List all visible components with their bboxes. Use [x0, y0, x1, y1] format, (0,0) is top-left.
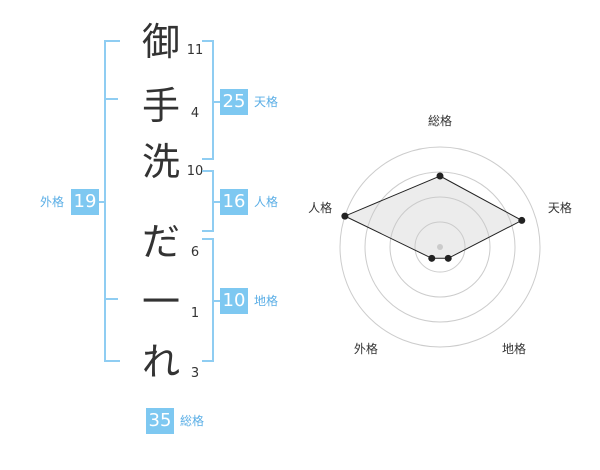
name-char-2: 手: [141, 84, 180, 128]
tenkaku-value: 25: [220, 89, 248, 115]
radar-axis-label-5: 人格: [308, 200, 332, 215]
name-char-3: 洗: [141, 140, 180, 184]
radar-ring-3: [364, 171, 516, 323]
name-char-1: 御: [141, 20, 180, 64]
tenkaku-connector: [212, 101, 220, 103]
stroke-count-3: 10: [186, 164, 204, 179]
tenkaku-label: 天格: [254, 95, 279, 109]
jinkaku-value: 16: [220, 189, 248, 215]
radar-point-1: [436, 172, 444, 180]
gaikaku-connector: [99, 201, 106, 203]
radar-axis-label-2: 天格: [548, 200, 572, 215]
name-char-5: 一: [141, 280, 180, 324]
stroke-count-5: 1: [190, 306, 200, 321]
gaikaku-value: 19: [71, 189, 99, 215]
gaikaku-bracket-tick-1: [104, 98, 118, 100]
stroke-count-2: 4: [190, 106, 200, 121]
stroke-count-4: 6: [190, 245, 200, 260]
jinkaku-connector: [212, 201, 220, 203]
radar-ring-4: [339, 146, 541, 348]
jinkaku-label: 人格: [254, 195, 279, 209]
soukaku-label: 総格: [180, 414, 205, 428]
radar-center: [437, 244, 443, 250]
radar-axis-label-4: 外格: [354, 341, 378, 356]
stroke-count-6: 3: [190, 366, 200, 381]
stroke-count-1: 11: [186, 43, 204, 58]
chikaku-value: 10: [220, 288, 248, 314]
soukaku-value: 35: [146, 408, 174, 434]
chikaku-connector: [212, 300, 220, 302]
tenkaku-bracket: [202, 40, 214, 160]
radar-ring-1: [414, 221, 466, 273]
radar-axis-label-1: 総格: [428, 113, 452, 128]
radar-ring-2: [389, 196, 491, 298]
name-char-6: れ: [141, 340, 180, 384]
gaikaku-label: 外格: [40, 195, 65, 209]
radar-point-4: [428, 254, 436, 262]
radar-axis-label-3: 地格: [502, 341, 526, 356]
gaikaku-bracket-tick-2: [104, 298, 118, 300]
chikaku-label: 地格: [254, 294, 279, 308]
radar-point-5: [341, 212, 349, 220]
radar-point-2: [518, 216, 526, 224]
radar-series-polygon: [343, 175, 523, 259]
radar-point-3: [444, 254, 452, 262]
name-char-4: だ: [141, 220, 180, 264]
